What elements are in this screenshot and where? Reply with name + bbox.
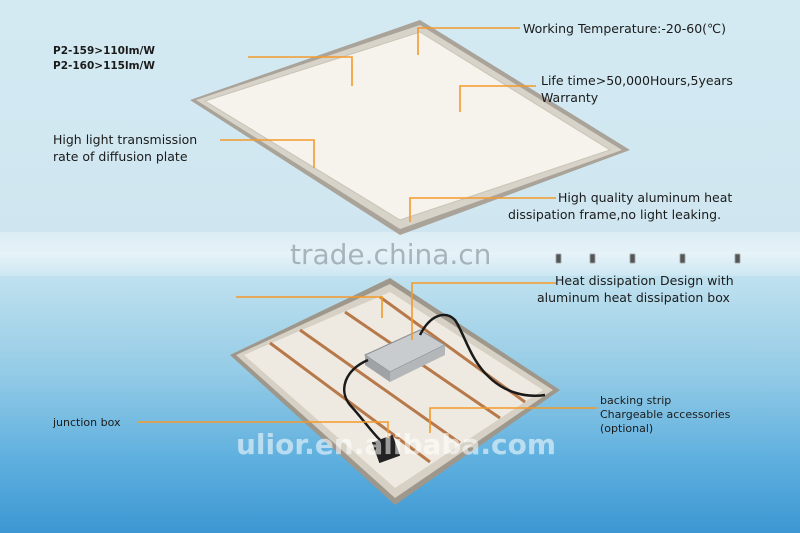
watermark-top: trade.china.cn bbox=[290, 238, 492, 271]
transmission-label-2: rate of diffusion plate bbox=[53, 149, 188, 164]
chargeable-accessories-label: Chargeable accessories bbox=[600, 408, 731, 421]
watermark-band bbox=[0, 232, 800, 276]
led-panel-front bbox=[190, 20, 630, 235]
warranty-label: Warranty bbox=[541, 90, 599, 105]
frame-label-1: High quality aluminum heat bbox=[558, 190, 733, 205]
blurred-mark bbox=[735, 254, 740, 263]
transmission-label-1: High light transmission bbox=[53, 132, 198, 147]
led-panel-back bbox=[230, 278, 560, 505]
blurred-mark bbox=[630, 254, 635, 263]
junction-box-label: junction box bbox=[53, 416, 121, 429]
frame-label-2: dissipation frame,no light leaking. bbox=[508, 207, 722, 222]
blurred-mark bbox=[556, 254, 561, 263]
blurred-mark bbox=[590, 254, 595, 263]
efficiency-label-2: P2-160>115lm/W bbox=[53, 60, 155, 72]
optional-label: (optional) bbox=[600, 422, 654, 435]
backing-strip-label: backing strip bbox=[600, 394, 672, 407]
working-temperature-label: Working Temperature:-20-60(℃) bbox=[523, 21, 726, 36]
leader-lines bbox=[138, 27, 598, 438]
heat-box-label-2: aluminum heat dissipation box bbox=[537, 290, 730, 305]
watermark-bottom: ulior.en.alibaba.com bbox=[236, 428, 556, 461]
heat-box-label-1: Heat dissipation Design with bbox=[555, 273, 734, 288]
efficiency-label-1: P2-159>110lm/W bbox=[53, 45, 155, 57]
life-time-label: Life time>50,000Hours,5years bbox=[541, 73, 733, 88]
blurred-mark bbox=[680, 254, 685, 263]
